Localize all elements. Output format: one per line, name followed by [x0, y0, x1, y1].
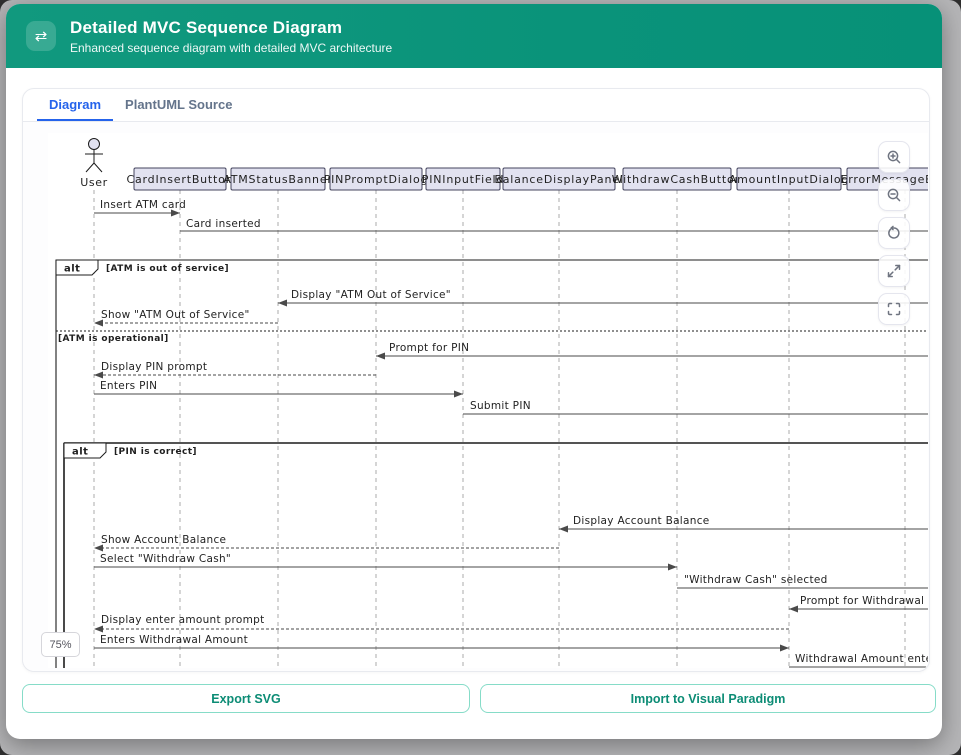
message-label: Card inserted — [186, 218, 261, 230]
header-text: Detailed MVC Sequence Diagram Enhanced s… — [70, 18, 392, 55]
arrowhead — [454, 390, 463, 398]
participant-label: BalanceDisplayPanel — [494, 173, 623, 186]
participant-box — [736, 167, 842, 191]
arrowhead — [376, 352, 385, 360]
message-label: Display PIN prompt — [101, 361, 207, 373]
participant-box — [425, 167, 501, 191]
alt-frame — [63, 442, 928, 668]
message — [94, 563, 677, 571]
message — [559, 525, 928, 533]
participant-label: WithdrawCashButton — [612, 173, 743, 186]
participant-box — [622, 167, 732, 191]
arrowhead — [668, 563, 677, 571]
message — [278, 299, 928, 307]
message-label: Show "ATM Out of Service" — [101, 309, 250, 321]
app-window: ⇄ Detailed MVC Sequence Diagram Enhanced… — [6, 4, 942, 739]
participant-label: AmountInputDialog — [729, 173, 849, 186]
zoom-out-button[interactable] — [878, 179, 910, 211]
reset-icon — [888, 225, 900, 239]
participant-box — [133, 167, 227, 191]
message-label: Prompt for PIN — [389, 342, 469, 354]
zoom-in-button[interactable] — [878, 141, 910, 173]
message — [789, 605, 928, 613]
message-label: Display enter amount prompt — [101, 614, 265, 626]
arrowhead — [94, 544, 103, 552]
message-label: Insert ATM card — [100, 199, 186, 211]
tab-bar: Diagram PlantUML Source — [23, 89, 929, 122]
diagram-card: Diagram PlantUML Source User CardInsertBu… — [22, 88, 930, 672]
export-svg-button[interactable]: Export SVG — [22, 684, 470, 713]
message-label: Enters Withdrawal Amount — [100, 634, 248, 646]
import-visual-paradigm-button[interactable]: Import to Visual Paradigm — [480, 684, 936, 713]
message-label: Select "Withdraw Cash" — [100, 553, 231, 565]
app-header: ⇄ Detailed MVC Sequence Diagram Enhanced… — [6, 4, 942, 68]
alt-frame-condition: [PIN is correct] — [114, 447, 197, 457]
message — [94, 209, 180, 217]
message-label: Withdrawal Amount entered — [795, 653, 928, 665]
expand-icon — [887, 264, 901, 278]
arrowhead — [789, 605, 798, 613]
alt-frame-condition: [ATM is out of service] — [106, 264, 229, 274]
message — [94, 544, 559, 552]
arrowhead — [94, 371, 103, 379]
alt-frame-tab — [55, 259, 99, 276]
participant-label: PINInputField — [422, 173, 504, 186]
tab-plantuml-source[interactable]: PlantUML Source — [125, 96, 233, 112]
message-label: Submit PIN — [470, 400, 531, 412]
arrowhead — [780, 644, 789, 652]
message-label: Prompt for Withdrawal Amount — [800, 595, 928, 607]
arrowhead — [94, 625, 103, 633]
participant-box — [230, 167, 326, 191]
arrowhead — [278, 299, 287, 307]
zoom-controls — [878, 141, 910, 325]
fullscreen-icon — [887, 302, 901, 316]
actions-row: Export SVG Import to Visual Paradigm — [22, 684, 936, 713]
message-label: Display Account Balance — [573, 515, 710, 527]
participant-label: ATMStatusBanner — [223, 173, 332, 186]
sequence-diagram-svg: User CardInsertButtonATMStatusBannerPINPr… — [48, 133, 928, 668]
alt-frame — [55, 259, 928, 668]
expand-button[interactable] — [878, 255, 910, 287]
message-label: "Withdraw Cash" selected — [684, 574, 828, 586]
arrowhead — [171, 209, 180, 217]
actor-user — [85, 138, 103, 173]
fullscreen-button[interactable] — [878, 293, 910, 325]
participant-box — [502, 167, 616, 191]
participant-label: User — [80, 176, 107, 189]
message — [94, 625, 789, 633]
message-label: Display "ATM Out of Service" — [291, 289, 451, 301]
arrowhead — [559, 525, 568, 533]
message-label: Show Account Balance — [101, 534, 226, 546]
message — [94, 390, 463, 398]
alt-frame-else-condition: [ATM is operational] — [58, 334, 169, 344]
arrowhead — [94, 319, 103, 327]
reset-view-button[interactable] — [878, 217, 910, 249]
swap-arrows-icon: ⇄ — [26, 21, 56, 51]
participant-box — [329, 167, 423, 191]
page-title: Detailed MVC Sequence Diagram — [70, 17, 343, 37]
message — [94, 371, 376, 379]
message-label: Enters PIN — [100, 380, 157, 392]
message — [376, 352, 928, 360]
participant-label: CardInsertButton — [127, 173, 234, 186]
tab-diagram[interactable]: Diagram — [37, 89, 114, 121]
page-subtitle: Enhanced sequence diagram with detailed … — [70, 40, 393, 55]
message — [94, 644, 789, 652]
alt-frame-tab — [63, 442, 107, 459]
alt-frame-keyword: alt — [64, 264, 80, 275]
message — [94, 319, 278, 327]
participant-label: PINPromptDialog — [324, 173, 429, 186]
alt-frame-keyword: alt — [72, 447, 88, 458]
zoom-in-icon — [887, 150, 901, 164]
zoom-out-icon — [887, 188, 901, 202]
zoom-level-badge: 75% — [41, 632, 80, 657]
